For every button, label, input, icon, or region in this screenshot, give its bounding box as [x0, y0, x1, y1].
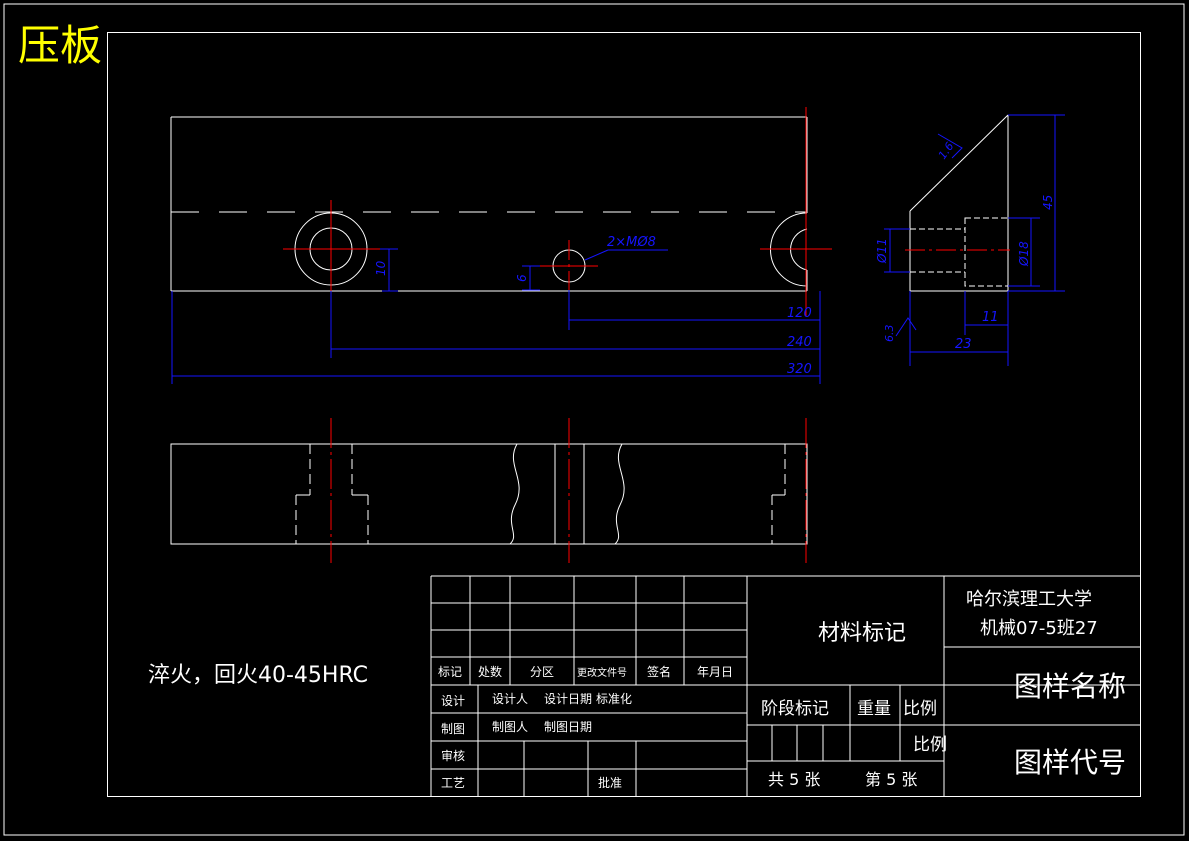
tb-chushu: 处数 [478, 664, 502, 679]
tb-nianyueri: 年月日 [697, 665, 733, 679]
dim-240: 240 [787, 335, 812, 350]
side-dimensions [884, 114, 1065, 366]
dim-320: 320 [787, 362, 812, 377]
front-center-lines [283, 107, 832, 342]
tb-zhitu-person: 制图人 [492, 720, 528, 734]
tb-stage: 阶段标记 [761, 699, 829, 719]
tb-gengai: 更改文件号 [577, 666, 627, 679]
tb-class: 机械07-5班27 [980, 618, 1098, 639]
dim-18: Ø18 [1017, 241, 1031, 267]
side-view [909, 114, 1009, 292]
tb-sheji: 设计 [441, 694, 465, 708]
dim-6: 6 [515, 274, 529, 282]
tb-scale-label: 比例 [903, 699, 937, 719]
tb-drawing-name: 图样名称 [1014, 670, 1126, 703]
top-view [170, 443, 808, 545]
outer-frame [3, 3, 1185, 836]
title-block-lines [430, 575, 1140, 797]
dim-6-3: 6.3 [883, 325, 896, 343]
tb-shenhe: 审核 [441, 748, 465, 763]
tb-sheji-person: 设计人 [492, 692, 528, 706]
tb-pizhun: 批准 [598, 775, 622, 790]
front-view [170, 116, 808, 292]
tb-zhitu-date: 制图日期 [544, 720, 592, 734]
tb-material: 材料标记 [818, 621, 906, 646]
tb-sheet-no: 第 5 张 [865, 770, 917, 789]
dim-hole-label: 2×MØ8 [607, 235, 656, 250]
dim-11a: Ø11 [875, 238, 889, 264]
dim-120: 120 [787, 306, 812, 321]
tb-drawing-code: 图样代号 [1014, 746, 1126, 779]
tb-zhitu: 制图 [441, 722, 465, 736]
inner-frame [107, 32, 1141, 797]
dim-23: 23 [955, 337, 972, 352]
tb-fenqu: 分区 [530, 665, 554, 679]
tb-sheets-total: 共 5 张 [768, 770, 820, 789]
dim-45: 45 [1041, 195, 1055, 210]
top-center-lines [330, 418, 807, 563]
dim-10: 10 [374, 260, 388, 276]
tb-scale-value: 比例 [913, 735, 947, 755]
tb-sheji-date: 设计日期 [544, 692, 592, 706]
tb-school: 哈尔滨理工大学 [966, 589, 1092, 610]
tb-biaoji: 标记 [438, 665, 462, 679]
drawing-title: 压板 [18, 21, 102, 70]
tb-weight: 重量 [857, 699, 891, 719]
heat-treatment-note: 淬火，回火40-45HRC [148, 663, 368, 688]
tb-qianming: 签名 [647, 664, 671, 679]
tb-gongyi: 工艺 [441, 776, 465, 790]
dim-11b: 11 [982, 310, 999, 325]
tb-biaozhunhua: 标准化 [596, 692, 632, 706]
front-dimensions [171, 248, 821, 384]
